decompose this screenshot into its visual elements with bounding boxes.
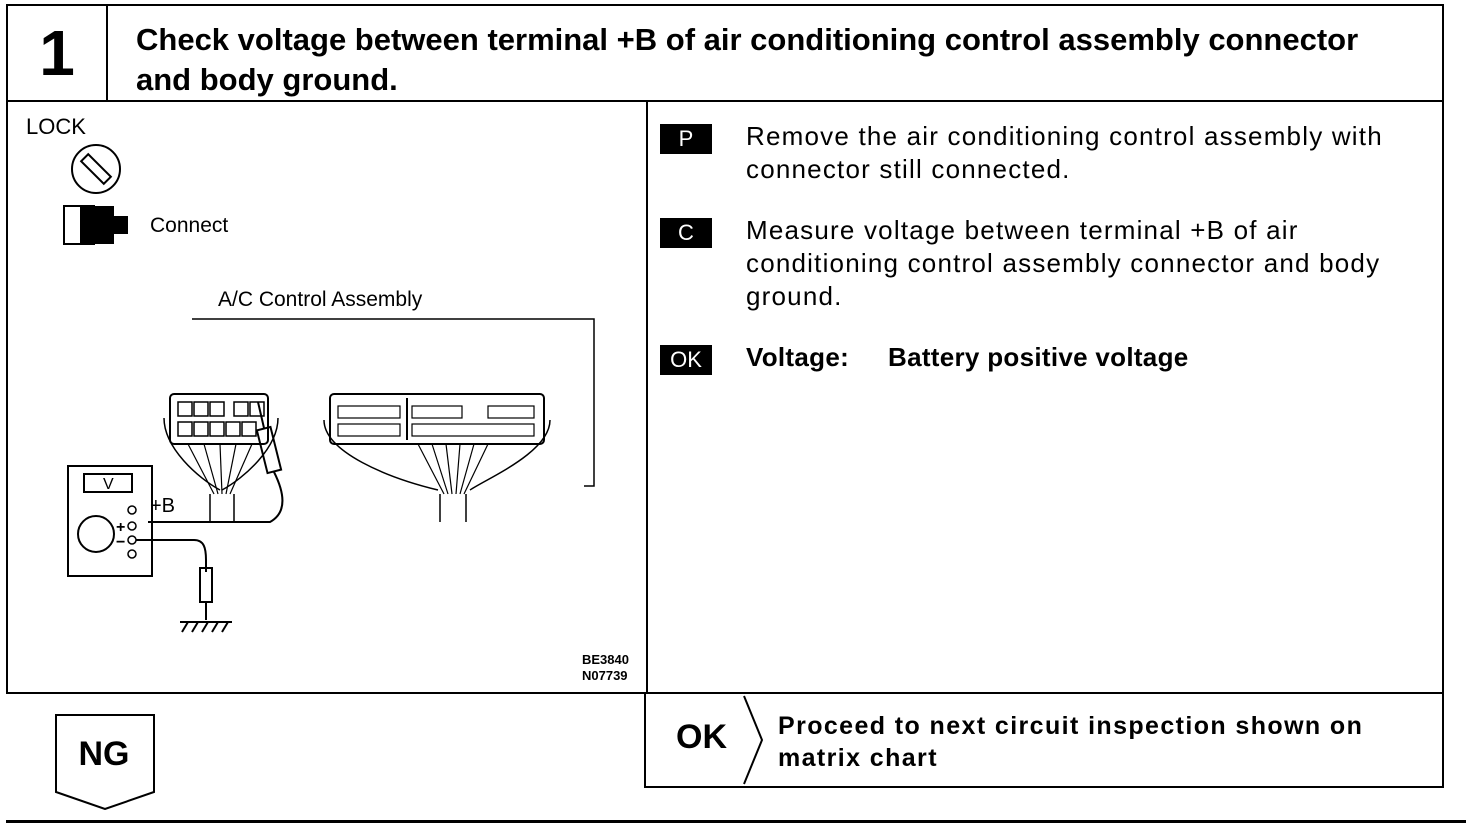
ok-spec-text: Voltage: Battery positive voltage bbox=[746, 341, 1420, 374]
ok-result-text: Proceed to next circuit inspection shown… bbox=[778, 712, 1364, 772]
ignition-lock-icon bbox=[71, 144, 121, 194]
chevron-right-icon bbox=[743, 695, 764, 785]
spec-value: Battery positive voltage bbox=[888, 342, 1189, 372]
ok-result-label: OK bbox=[676, 718, 727, 756]
figure-code-2: N07739 bbox=[582, 668, 628, 683]
instruction-text: Remove the air conditioning control asse… bbox=[746, 121, 1383, 184]
ground-symbol-icon bbox=[180, 621, 232, 633]
instruction-prepare: P Remove the air conditioning control as… bbox=[660, 120, 1420, 186]
lock-label: LOCK bbox=[26, 114, 86, 139]
check-badge: C bbox=[660, 218, 712, 248]
step-number-cell: 1 bbox=[8, 6, 108, 100]
ok-result: OK Proceed to next circuit inspection sh… bbox=[644, 692, 1444, 788]
minus-sign: − bbox=[116, 534, 125, 551]
instruction-check: C Measure voltage between terminal +B of… bbox=[660, 214, 1420, 313]
connector-connect-icon bbox=[63, 205, 128, 245]
voltmeter-label: V bbox=[103, 476, 114, 493]
probe bbox=[148, 401, 284, 523]
terminal-label: +B bbox=[150, 495, 175, 517]
step-title: Check voltage between terminal +B of air… bbox=[136, 22, 1359, 97]
figure-panel: LOCK Connect A/C Control Assembly bbox=[8, 102, 648, 692]
spec-label: Voltage: bbox=[746, 342, 850, 372]
right-connector bbox=[323, 393, 551, 522]
figure-code-1: BE3840 bbox=[582, 652, 629, 667]
step-header: 1 Check voltage between terminal +B of a… bbox=[6, 4, 1444, 102]
instruction-text: Measure voltage between terminal +B of a… bbox=[746, 215, 1381, 311]
step-body: LOCK Connect A/C Control Assembly bbox=[6, 100, 1444, 694]
prepare-badge: P bbox=[660, 124, 712, 154]
ng-tag-shape bbox=[55, 714, 155, 810]
wiring-illustration: LOCK Connect A/C Control Assembly bbox=[26, 114, 629, 683]
assembly-label: A/C Control Assembly bbox=[218, 288, 423, 311]
ok-badge: OK bbox=[660, 345, 712, 375]
bottom-divider bbox=[6, 820, 1466, 823]
voltmeter: V + − bbox=[67, 465, 153, 577]
plus-sign: + bbox=[116, 519, 125, 536]
ok-specification: OK Voltage: Battery positive voltage bbox=[660, 341, 1420, 375]
connect-label: Connect bbox=[150, 214, 228, 237]
instructions-list: P Remove the air conditioning control as… bbox=[660, 120, 1420, 402]
left-connector bbox=[163, 393, 279, 522]
ng-result-label: NG bbox=[78, 735, 130, 773]
step-number: 1 bbox=[39, 17, 75, 89]
